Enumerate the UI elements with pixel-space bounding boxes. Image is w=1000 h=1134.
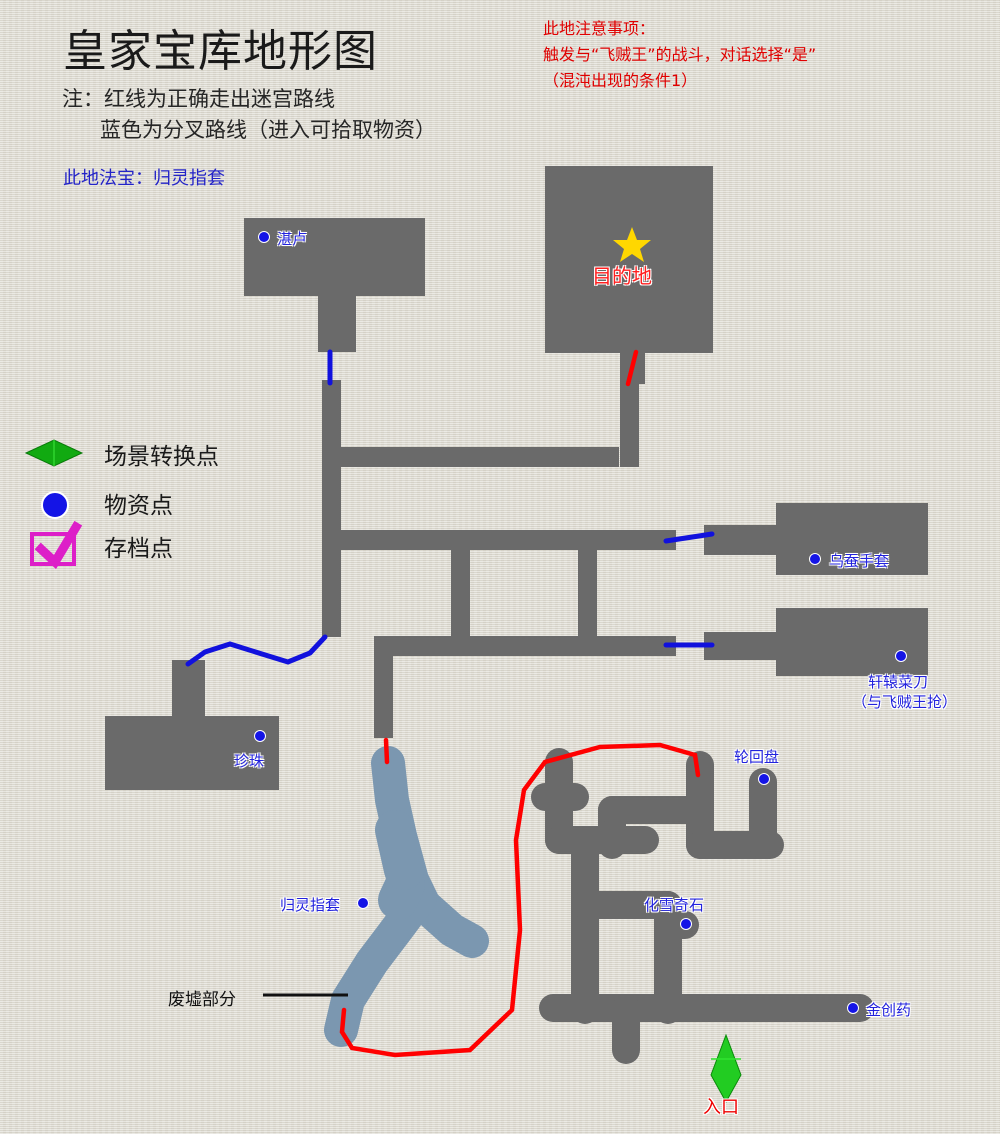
branch-route <box>185 349 715 667</box>
legend-note-blue: 蓝色为分叉路线（进入可拾取物资） <box>100 118 436 142</box>
star-icon <box>613 227 651 262</box>
local-treasure-note: 此地法宝：归灵指套 <box>63 168 225 189</box>
entrance-label: 入口 <box>703 1097 739 1118</box>
room-wucan-gloves <box>776 503 928 575</box>
item-dot-wucan-gloves <box>809 553 821 565</box>
room-xuanyuan-knife <box>776 608 928 676</box>
destination-label: 目的地 <box>592 264 652 288</box>
legend-label-transition: 场景转换点 <box>104 444 219 470</box>
item-dot-huaxue-stone <box>680 918 692 930</box>
corridor-inner-vertical-b <box>578 550 597 638</box>
legend-label-supply: 物资点 <box>104 493 173 519</box>
room-pearl <box>105 716 279 790</box>
corridor-middle-horizontal <box>341 530 676 550</box>
item-dot-xuanyuan-knife <box>895 650 907 662</box>
item-label-huaxue-stone: 化雪奇石 <box>644 896 705 914</box>
magenta-save-icon <box>30 520 83 570</box>
item-dot-pearl <box>254 730 266 742</box>
room-destination <box>545 166 713 353</box>
green-diamond-icon <box>24 439 84 467</box>
corridor-inner-vertical-a <box>451 550 470 638</box>
warning-note: 此地注意事项： 触发与“飞贼王”的战斗，对话选择“是” （混沌出现的条件1） <box>543 19 817 91</box>
connector-stub-upper <box>704 525 776 555</box>
ruins-shape <box>324 746 489 1047</box>
corridor-lower-horizontal <box>374 636 676 656</box>
maze-shape <box>531 748 874 1064</box>
item-label-xuanyuan-knife: 轩辕菜刀 <box>868 673 929 691</box>
item-dot-lunhuipan <box>758 773 770 785</box>
item-sublabel-xuanyuan-knife: （与飞贼王抢） <box>852 693 958 711</box>
connector-stub-lower <box>704 632 776 660</box>
entrance-diamond-icon <box>710 1033 742 1104</box>
legend-note-red: 注：红线为正确走出迷宫路线 <box>62 87 335 111</box>
item-label-lunhuipan: 轮回盘 <box>734 748 780 766</box>
item-dot-guiling-ring <box>357 897 369 909</box>
item-label-jinchuangyao: 金创药 <box>866 1001 912 1019</box>
item-dot-zhanlu <box>258 231 270 243</box>
ruins-label: 废墟部分 <box>168 990 236 1010</box>
item-label-pearl: 珍珠 <box>234 752 265 770</box>
item-dot-jinchuangyao <box>847 1002 859 1014</box>
item-label-guiling-ring: 归灵指套 <box>280 896 341 914</box>
corridor-lower-stem <box>374 656 393 738</box>
correct-route <box>339 349 701 1058</box>
legend-label-save: 存档点 <box>104 536 173 562</box>
room-pearl-stem <box>172 660 205 716</box>
item-label-zhanlu: 湛卢 <box>277 230 308 248</box>
corridor-zhanlu-stem <box>318 294 356 352</box>
room-zhanlu <box>244 218 425 296</box>
corridor-dest-vertical <box>620 380 639 467</box>
page-title: 皇家宝库地形图 <box>63 26 378 77</box>
item-label-wucan-gloves: 乌蚕手套 <box>829 552 890 570</box>
corridor-upper-horizontal <box>341 447 619 467</box>
corridor-main-vertical <box>322 380 341 637</box>
blue-dot-icon <box>41 491 69 519</box>
